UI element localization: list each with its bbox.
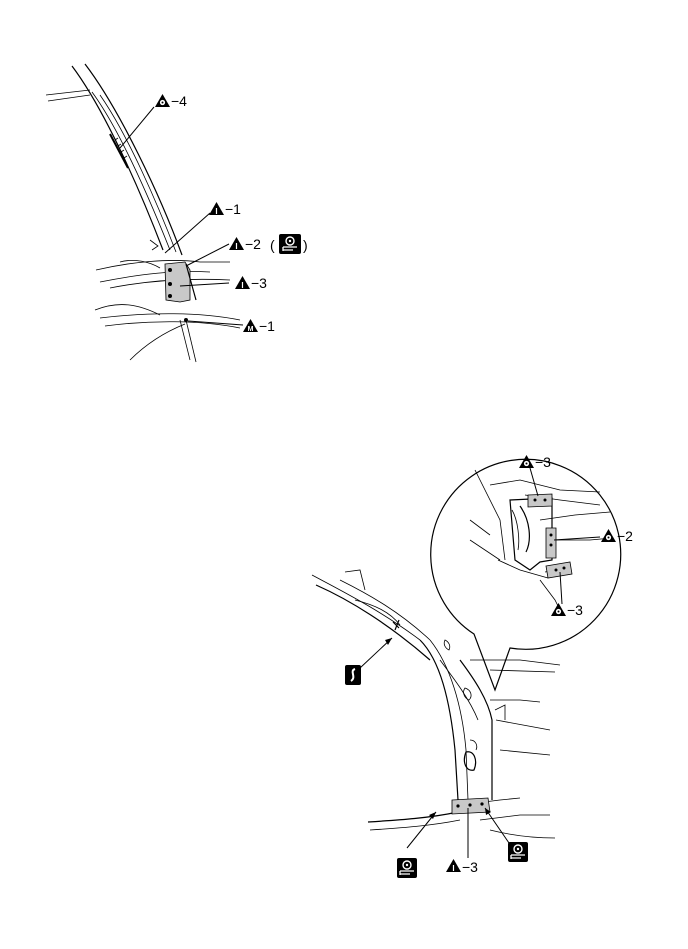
triangle-letter: I <box>215 207 217 216</box>
cut-symbol-icon <box>345 665 361 685</box>
callout-label: −4 <box>171 93 187 109</box>
triangle-letter: M <box>248 326 254 333</box>
detail-zoom-circle <box>430 458 622 692</box>
spot-weld-tool-icon <box>397 858 417 878</box>
callout-label: −3 <box>462 859 478 875</box>
callout-label: −1 <box>259 318 275 334</box>
callout-top-I-3: I −3 <box>235 275 267 291</box>
callout-label: −3 <box>567 602 583 618</box>
triangle-circle-icon <box>155 94 170 107</box>
callout-bottom-circle-3-upper: −3 <box>519 454 551 470</box>
triangle-M-icon: M <box>243 319 258 333</box>
callout-bottom-circle-3-lower: −3 <box>551 602 583 618</box>
bottom-pillar-drawing <box>311 569 561 839</box>
callout-label: −2 <box>617 528 633 544</box>
callout-top-I-2: I −2 ( ) <box>229 234 308 254</box>
triangle-letter: I <box>241 281 243 290</box>
callout-label: −3 <box>251 275 267 291</box>
triangle-letter: I <box>452 864 454 873</box>
spot-weld-tool-icon <box>508 842 528 862</box>
top-pillar-drawing <box>45 63 241 363</box>
spot-weld-tool-icon <box>279 234 301 254</box>
triangle-I-icon: I <box>446 859 461 873</box>
triangle-I-icon: I <box>235 276 250 290</box>
paren-open: ( <box>270 237 275 253</box>
callout-label: −1 <box>225 201 241 217</box>
triangle-circle-icon <box>519 455 534 468</box>
triangle-I-icon: I <box>229 237 244 251</box>
triangle-I-icon: I <box>209 202 224 216</box>
callout-bottom-I-3: I −3 <box>446 859 478 875</box>
callout-bottom-circle-2: −2 <box>601 528 633 544</box>
triangle-circle-icon <box>551 603 566 616</box>
callout-label: −2 <box>245 236 261 252</box>
callout-label: −3 <box>535 454 551 470</box>
callout-top-I-1: I −1 <box>209 201 241 217</box>
triangle-letter: I <box>235 242 237 251</box>
triangle-circle-icon <box>601 529 616 542</box>
paren-close: ) <box>303 237 308 253</box>
callout-top-circle-4: −4 <box>155 93 187 109</box>
callout-top-M-1: M −1 <box>243 318 275 334</box>
